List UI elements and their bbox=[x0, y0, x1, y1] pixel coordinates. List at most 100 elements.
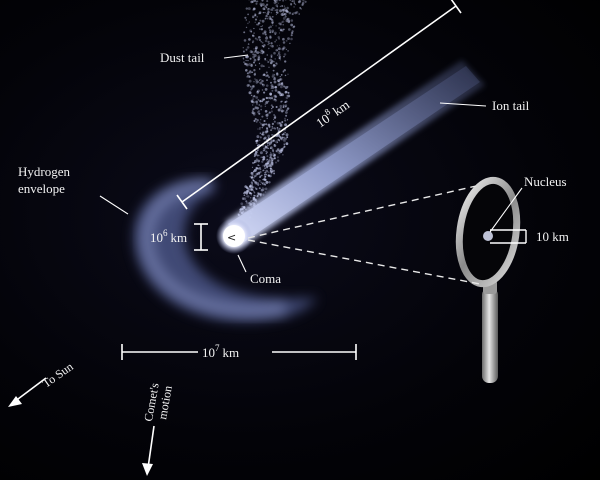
dust-particle bbox=[254, 78, 256, 80]
dust-particle bbox=[273, 98, 276, 101]
dust-particle bbox=[253, 155, 256, 158]
dust-particle bbox=[262, 158, 264, 161]
dust-particle bbox=[290, 19, 294, 22]
dust-particle bbox=[268, 96, 271, 99]
ion-tail-scale-label: 108km bbox=[312, 95, 352, 130]
dust-particle bbox=[276, 128, 279, 131]
dust-particle bbox=[270, 161, 274, 165]
dust-particle bbox=[281, 100, 283, 102]
dust-particle bbox=[285, 48, 288, 51]
dust-particle bbox=[255, 174, 258, 177]
dust-particle bbox=[270, 140, 273, 143]
dust-particle bbox=[254, 162, 256, 164]
dust-particle bbox=[279, 107, 282, 110]
dust-particle bbox=[283, 53, 287, 56]
dust-particle bbox=[257, 55, 261, 58]
projection-line-upper bbox=[247, 185, 477, 239]
dust-particle bbox=[264, 59, 266, 61]
dust-particle bbox=[287, 11, 289, 13]
dust-particle bbox=[278, 55, 282, 58]
dust-particle bbox=[266, 59, 268, 62]
dust-particle bbox=[264, 183, 267, 186]
dust-particle bbox=[251, 109, 254, 112]
dust-particle bbox=[259, 19, 262, 22]
dust-particle bbox=[279, 28, 283, 32]
dust-particle bbox=[276, 127, 279, 129]
dust-particle bbox=[269, 92, 273, 96]
dust-particle bbox=[265, 113, 269, 117]
dust-particle bbox=[263, 30, 267, 34]
dust-particle bbox=[245, 201, 249, 204]
dust-particle bbox=[266, 74, 269, 77]
dust-particle bbox=[286, 136, 289, 139]
dust-particle bbox=[277, 36, 280, 39]
dust-particle bbox=[255, 79, 258, 82]
dust-particle bbox=[268, 66, 270, 68]
dust-particle bbox=[271, 44, 274, 48]
dust-particle bbox=[266, 54, 269, 56]
dust-particle bbox=[288, 11, 292, 15]
dust-particle bbox=[266, 158, 268, 161]
dust-particle bbox=[278, 82, 282, 86]
dust-particle bbox=[271, 9, 274, 11]
dust-particle bbox=[267, 174, 270, 177]
dust-particle bbox=[270, 55, 273, 58]
dust-particle bbox=[262, 11, 265, 14]
dust-particle bbox=[269, 97, 272, 100]
dust-particle bbox=[285, 9, 288, 11]
dust-particle bbox=[262, 193, 265, 196]
dust-particle bbox=[265, 100, 269, 104]
dust-particle bbox=[262, 156, 264, 159]
dust-particle bbox=[258, 139, 261, 142]
dust-particle bbox=[270, 151, 272, 154]
dust-particle bbox=[263, 91, 266, 94]
dust-particle bbox=[265, 169, 269, 173]
dust-particle bbox=[261, 133, 264, 136]
dust-particle bbox=[243, 192, 245, 194]
dust-particle bbox=[271, 161, 274, 165]
dust-particle bbox=[260, 119, 262, 121]
dust-particle bbox=[279, 78, 283, 81]
dust-particle bbox=[276, 11, 279, 14]
dust-particle bbox=[255, 81, 258, 84]
dust-particle bbox=[269, 175, 272, 178]
dust-particle bbox=[260, 40, 263, 43]
dust-particle bbox=[256, 23, 258, 26]
nucleus-scale-bar bbox=[490, 229, 527, 244]
dust-particle bbox=[270, 104, 273, 107]
dust-particle bbox=[255, 46, 258, 50]
dust-particle bbox=[282, 46, 286, 50]
dust-particle bbox=[269, 36, 272, 39]
dust-particle bbox=[250, 63, 253, 66]
dust-particle bbox=[271, 85, 275, 89]
dust-particle bbox=[252, 199, 255, 202]
dust-particle bbox=[273, 31, 277, 35]
dust-particle bbox=[279, 23, 283, 26]
dust-particle bbox=[282, 37, 285, 41]
dust-particle bbox=[281, 84, 284, 86]
dust-particle bbox=[273, 114, 275, 116]
dust-particle bbox=[293, 25, 296, 28]
dust-particle bbox=[252, 53, 255, 56]
dust-particle bbox=[260, 192, 263, 195]
dust-particle bbox=[253, 0, 257, 2]
dust-particle bbox=[250, 197, 252, 199]
dust-particle bbox=[257, 35, 261, 39]
dust-particle bbox=[274, 64, 277, 67]
dust-particle bbox=[270, 81, 272, 84]
dust-particle bbox=[277, 2, 279, 4]
dust-particle bbox=[245, 19, 247, 21]
dust-particle bbox=[287, 91, 290, 94]
dust-particle bbox=[262, 187, 264, 189]
dust-particle bbox=[270, 12, 272, 14]
dust-particle bbox=[253, 119, 256, 122]
dust-particle bbox=[284, 15, 287, 18]
dust-particle bbox=[290, 37, 293, 41]
dust-particle bbox=[253, 107, 256, 110]
dust-particle bbox=[256, 15, 259, 18]
dust-particle bbox=[265, 162, 268, 166]
dust-particle bbox=[258, 79, 261, 81]
dust-particle bbox=[261, 83, 264, 86]
dust-particle bbox=[253, 48, 255, 50]
